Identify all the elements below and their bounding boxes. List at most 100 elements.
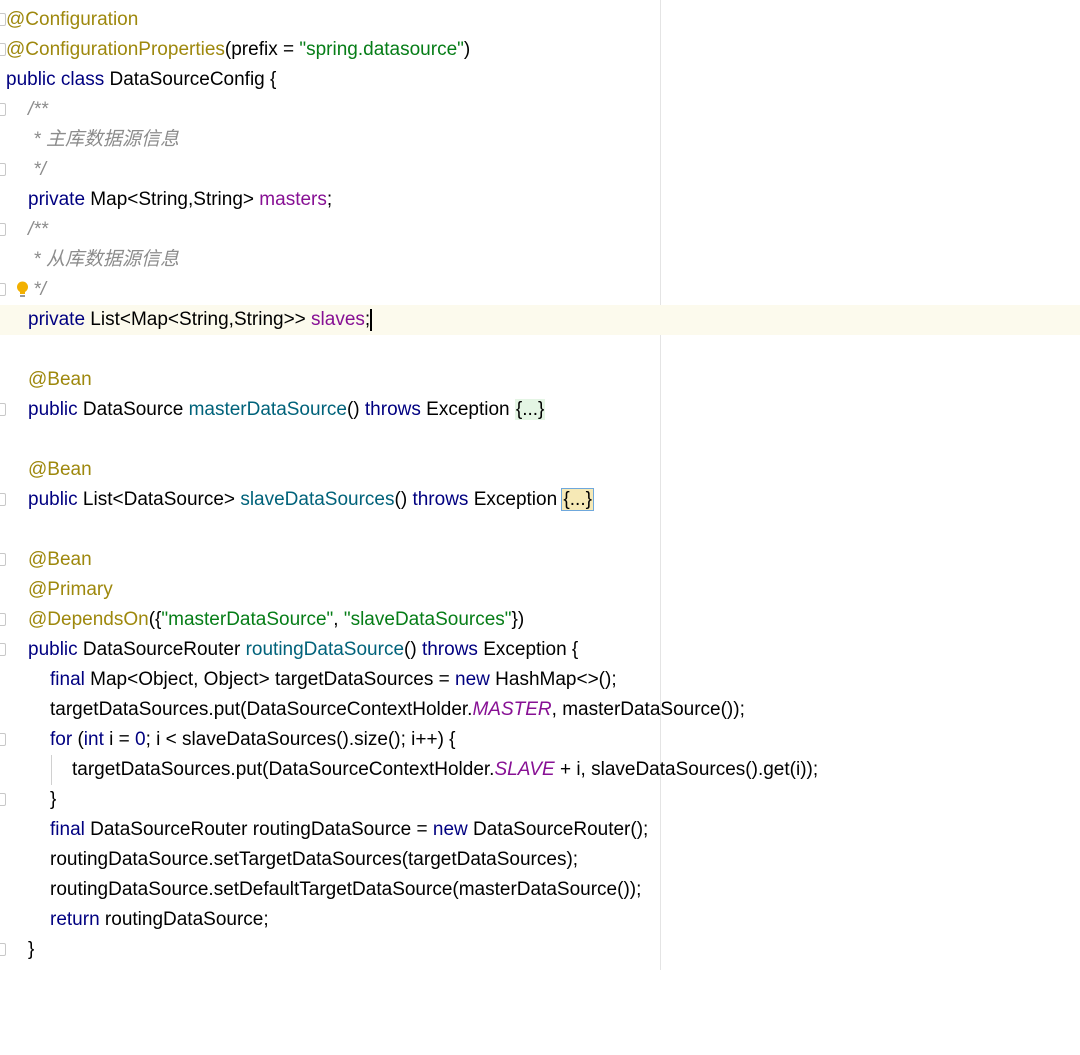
type-name: Exception	[420, 399, 515, 420]
fold-marker-icon[interactable]	[0, 943, 6, 956]
fold-marker-icon[interactable]	[0, 613, 6, 626]
comment: */	[28, 279, 46, 300]
type-name: Exception	[468, 489, 563, 510]
fold-marker-icon[interactable]	[0, 733, 6, 746]
code-line[interactable]: @Configuration	[0, 5, 1080, 35]
code-line[interactable]	[0, 335, 1080, 365]
code-line-current[interactable]: private List<Map<String,String>> slaves;	[0, 305, 1080, 335]
class-name: DataSourceConfig {	[104, 69, 277, 90]
code-line[interactable]: * 主库数据源信息	[0, 125, 1080, 155]
lightbulb-icon[interactable]	[16, 281, 29, 298]
comment: * 从库数据源信息	[28, 249, 179, 270]
annotation: @ConfigurationProperties	[6, 39, 225, 60]
code-text: })	[511, 609, 525, 630]
fold-marker-icon[interactable]	[0, 13, 6, 26]
code-line[interactable]: private Map<String,String> masters;	[0, 185, 1080, 215]
code-text: ()	[404, 639, 422, 660]
code-line[interactable]: public DataSource masterDataSource() thr…	[0, 395, 1080, 425]
string-literal: "masterDataSource"	[161, 609, 334, 630]
code-text: ;	[326, 189, 333, 210]
code-line[interactable]: public List<DataSource> slaveDataSources…	[0, 485, 1080, 515]
type-name: List<DataSource>	[77, 489, 241, 510]
fold-marker-icon[interactable]	[0, 553, 6, 566]
keyword: public class	[6, 69, 105, 90]
fold-marker-icon[interactable]	[0, 793, 6, 806]
code-line[interactable]: @Bean	[0, 545, 1080, 575]
code-line[interactable]: @Primary	[0, 575, 1080, 605]
string-literal: "spring.datasource"	[299, 39, 464, 60]
comment: /**	[28, 99, 49, 120]
annotation: @DependsOn	[28, 609, 149, 630]
fold-marker-icon[interactable]	[0, 223, 6, 236]
keyword: return	[50, 909, 100, 930]
fold-marker-icon[interactable]	[0, 43, 6, 56]
code-line[interactable]: */	[0, 155, 1080, 185]
type-name: Map<String,String>	[85, 189, 260, 210]
code-line[interactable]: /**	[0, 215, 1080, 245]
fold-marker-icon[interactable]	[0, 163, 6, 176]
code-text: targetDataSources.put(DataSourceContextH…	[72, 759, 495, 780]
annotation: @Primary	[28, 579, 113, 600]
fold-marker-icon[interactable]	[0, 643, 6, 656]
code-text: Map<Object, Object> targetDataSources =	[84, 669, 456, 690]
folded-block-button[interactable]: {...}	[514, 399, 546, 420]
code-line[interactable]: targetDataSources.put(DataSourceContextH…	[0, 695, 1080, 725]
code-line[interactable]: public class DataSourceConfig {	[0, 65, 1080, 95]
method-name: slaveDataSources	[240, 489, 395, 510]
code-text: (	[72, 729, 84, 750]
code-text: ; i < slaveDataSources().size(); i++) {	[145, 729, 456, 750]
keyword: public	[28, 639, 78, 660]
code-line[interactable]: */	[0, 275, 1080, 305]
keyword: private	[28, 309, 86, 330]
code-line[interactable]: @DependsOn({"masterDataSource", "slaveDa…	[0, 605, 1080, 635]
code-editor[interactable]: @Configuration @ConfigurationProperties(…	[0, 0, 1080, 970]
code-text: ()	[394, 489, 413, 510]
field-name: masters	[259, 189, 327, 210]
comment: */	[28, 159, 46, 180]
code-line[interactable]: @Bean	[0, 365, 1080, 395]
folded-block-button[interactable]: {...}	[561, 488, 594, 511]
annotation: @Bean	[28, 549, 92, 570]
keyword: private	[28, 189, 86, 210]
keyword: public	[28, 489, 78, 510]
code-text: routingDataSource;	[99, 909, 269, 930]
comment: /**	[28, 219, 49, 240]
fold-marker-icon[interactable]	[0, 103, 6, 116]
fold-marker-icon[interactable]	[0, 283, 6, 296]
code-line[interactable]: for (int i = 0; i < slaveDataSources().s…	[0, 725, 1080, 755]
annotation: @Bean	[28, 459, 92, 480]
code-line[interactable]: }	[0, 785, 1080, 815]
code-text: + i, slaveDataSources().get(i));	[554, 759, 819, 780]
code-line[interactable]: @Bean	[0, 455, 1080, 485]
fold-marker-icon[interactable]	[0, 493, 6, 506]
annotation: @Configuration	[6, 9, 139, 30]
code-line[interactable]: * 从库数据源信息	[0, 245, 1080, 275]
code-line[interactable]: final DataSourceRouter routingDataSource…	[0, 815, 1080, 845]
comment: * 主库数据源信息	[28, 129, 179, 150]
code-line[interactable]: @ConfigurationProperties(prefix = "sprin…	[0, 35, 1080, 65]
code-line[interactable]: routingDataSource.setTargetDataSources(t…	[0, 845, 1080, 875]
static-field: MASTER	[472, 699, 552, 720]
code-text: }	[28, 939, 35, 960]
static-field: SLAVE	[494, 759, 555, 780]
code-line[interactable]: final Map<Object, Object> targetDataSour…	[0, 665, 1080, 695]
code-line[interactable]: return routingDataSource;	[0, 905, 1080, 935]
code-line[interactable]: }	[0, 935, 1080, 965]
code-line[interactable]: public DataSourceRouter routingDataSourc…	[0, 635, 1080, 665]
code-text: (prefix =	[224, 39, 300, 60]
code-text: DataSourceRouter();	[467, 819, 649, 840]
type-name: DataSource	[77, 399, 189, 420]
code-line[interactable]: /**	[0, 95, 1080, 125]
code-text: i =	[103, 729, 136, 750]
code-line[interactable]	[0, 425, 1080, 455]
code-text: , masterDataSource());	[551, 699, 745, 720]
code-line[interactable]: routingDataSource.setDefaultTargetDataSo…	[0, 875, 1080, 905]
string-literal: "slaveDataSources"	[343, 609, 512, 630]
keyword: final	[50, 669, 85, 690]
type-name: List<Map<String,String>>	[85, 309, 312, 330]
annotation: @Bean	[28, 369, 92, 390]
keyword: public	[28, 399, 78, 420]
fold-marker-icon[interactable]	[0, 403, 6, 416]
code-line[interactable]: targetDataSources.put(DataSourceContextH…	[0, 755, 1080, 785]
code-line[interactable]	[0, 515, 1080, 545]
